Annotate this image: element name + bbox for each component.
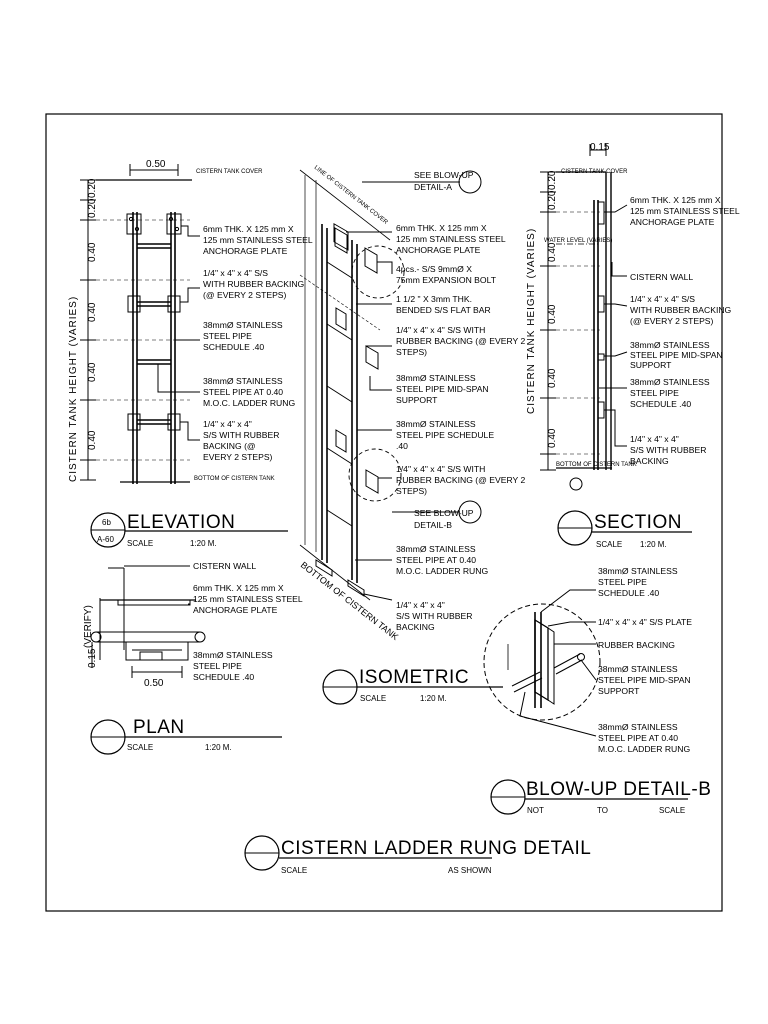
- isometric-note-rubber-backing-1: 1/4" x 4" x 4" S/S WITH RUBBER BACKING (…: [396, 325, 528, 357]
- elevation-height-label: CISTERN TANK HEIGHT (VARIES): [68, 296, 79, 482]
- isometric-bottom-label: BOTTOM OF CISTERN TANK: [299, 560, 401, 642]
- plan-labels: 0.50 0.15 (VERIFY) CISTERN WALL 6mm THK.…: [83, 561, 305, 689]
- elevation-ref-bottom: A-60: [97, 535, 114, 544]
- section-height-label: CISTERN TANK HEIGHT (VARIES): [526, 228, 537, 414]
- blowup-note-plate: 1/4" x 4" x 4" S/S PLATE: [598, 617, 692, 627]
- section-scale-label: SCALE: [596, 540, 622, 549]
- elevation-title-block: 6b A-60 ELEVATION SCALE 1:20 M.: [90, 512, 288, 548]
- elevation-ref-top: 6b: [102, 518, 111, 527]
- section-step-dim-2: 0.40: [547, 304, 558, 324]
- plan-note-cistern-wall: CISTERN WALL: [193, 561, 256, 571]
- elevation-step-dim-3: 0.40: [87, 362, 98, 382]
- section-note-mid-span: 38mmØ STAINLESS STEEL PIPE MID-SPAN SUPP…: [630, 340, 725, 370]
- elevation-step-dim-2: 0.40: [87, 302, 98, 322]
- elevation-note-steel-pipe: 38mmØ STAINLESS STEEL PIPE SCHEDULE .40: [203, 320, 285, 352]
- section-step-dim-1: 0.40: [547, 242, 558, 262]
- isometric-note-steel-pipe: 38mmØ STAINLESS STEEL PIPE SCHEDULE .40: [396, 419, 496, 451]
- section-cover-label: CISTERN TANK COVER: [561, 169, 628, 175]
- sheet-scale-value: AS SHOWN: [448, 866, 492, 875]
- elevation-note-rubber-backing: 1/4" x 4" x 4" S/S WITH RUBBER BACKING (…: [203, 268, 307, 300]
- blowup-detail-b-view: [483, 589, 601, 737]
- elevation-note-backing: 1/4" x 4" x 4" S/S WITH RUBBER BACKING (…: [203, 419, 282, 462]
- elevation-note-anchor-plate: 6mm THK. X 125 mm X 125 mm STAINLESS STE…: [203, 224, 315, 256]
- blowup-scale-value: SCALE: [659, 806, 685, 815]
- isometric-scale-value: 1:20 M.: [420, 694, 447, 703]
- elevation-step-dim-1: 0.40: [87, 242, 98, 262]
- blowup-scale-mid: TO: [597, 806, 608, 815]
- blowup-labels: 38mmØ STAINLESS STEEL PIPE SCHEDULE .40 …: [598, 566, 693, 754]
- plan-depth-dim: 0.15: [87, 648, 98, 668]
- section-water-label: WATER LEVEL (VARIES): [544, 238, 612, 244]
- elevation-labels: 0.50 CISTERN TANK COVER BOTTOM OF CISTER…: [68, 159, 315, 482]
- section-view: [540, 144, 628, 491]
- isometric-labels: LINE OF CISTERN TANK COVER BOTTOM OF CIS…: [299, 165, 528, 642]
- elevation-top-dim-2: 0.20: [87, 198, 98, 218]
- plan-verify-label: (VERIFY): [83, 605, 94, 648]
- elevation-top-dim-1: 0.20: [87, 178, 98, 198]
- isometric-note-anchor-plate: 6mm THK. X 125 mm X 125 mm STAINLESS STE…: [396, 223, 508, 255]
- elevation-title: ELEVATION: [127, 512, 235, 533]
- section-step-dim-3: 0.40: [547, 368, 558, 388]
- blowup-title: BLOW-UP DETAIL-B: [526, 779, 711, 800]
- sheet-border: [45, 113, 723, 912]
- isometric-note-backing: 1/4" x 4" x 4" S/S WITH RUBBER BACKING: [396, 600, 475, 632]
- elevation-cover-label: CISTERN TANK COVER: [196, 169, 263, 175]
- plan-scale-label: SCALE: [127, 743, 153, 752]
- elevation-width-dim: 0.50: [146, 159, 166, 170]
- section-bottom-label: BOTTOM OF CISTERN TANK: [556, 462, 637, 468]
- plan-title-block: PLAN SCALE 1:20 M.: [90, 717, 282, 755]
- section-offset-dim: 0.15: [590, 142, 610, 153]
- elevation-scale-label: SCALE: [127, 539, 153, 548]
- isometric-title-block: ISOMETRIC SCALE 1:20 M.: [322, 667, 503, 705]
- sheet-title-block: CISTERN LADDER RUNG DETAIL SCALE AS SHOW…: [244, 835, 591, 875]
- section-labels: 0.15 CISTERN TANK COVER WATER LEVEL (VAR…: [526, 142, 742, 468]
- plan-width-dim: 0.50: [144, 678, 164, 689]
- section-title: SECTION: [594, 512, 682, 533]
- isometric-view: [299, 169, 482, 601]
- blowup-note-rubber-backing: RUBBER BACKING: [598, 640, 675, 650]
- section-step-dim-4: 0.40: [547, 428, 558, 448]
- section-note-anchor-plate: 6mm THK. X 125 mm X 125 mm STAINLESS STE…: [630, 195, 742, 227]
- isometric-note-expansion-bolt: 4pcs.- S/S 9mmØ X 75mm EXPANSION BOLT: [396, 264, 497, 285]
- section-title-block: SECTION SCALE 1:20 M.: [557, 510, 692, 549]
- isometric-note-blowup-a: SEE BLOW-UP DETAIL-A: [414, 170, 476, 192]
- elevation-step-dim-4: 0.40: [87, 430, 98, 450]
- elevation-bottom-label: BOTTOM OF CISTERN TANK: [194, 476, 275, 482]
- section-note-rubber-backing: 1/4" x 4" x 4" S/S WITH RUBBER BACKING (…: [630, 294, 734, 326]
- isometric-cover-label: LINE OF CISTERN TANK COVER: [313, 165, 389, 226]
- section-top-dim-1: 0.20: [547, 170, 558, 190]
- elevation-note-ladder-rung: 38mmØ STAINLESS STEEL PIPE AT 0.40 M.O.C…: [203, 376, 295, 408]
- isometric-note-ladder-rung: 38mmØ STAINLESS STEEL PIPE AT 0.40 M.O.C…: [396, 544, 488, 576]
- isometric-note-rubber-backing-2: 1/4" x 4" x 4" S/S WITH RUBBER BACKING (…: [396, 464, 528, 496]
- elevation-view: [80, 164, 200, 484]
- isometric-scale-label: SCALE: [360, 694, 386, 703]
- plan-view: [90, 565, 206, 678]
- section-top-dim-2: 0.20: [547, 190, 558, 210]
- plan-title: PLAN: [133, 717, 185, 738]
- blowup-note-steel-pipe: 38mmØ STAINLESS STEEL PIPE SCHEDULE .40: [598, 566, 680, 598]
- plan-scale-value: 1:20 M.: [205, 743, 232, 752]
- isometric-note-blowup-b: SEE BLOW-UP DETAIL-B: [414, 508, 476, 530]
- blowup-title-block: BLOW-UP DETAIL-B NOT TO SCALE: [490, 779, 711, 815]
- sheet-title: CISTERN LADDER RUNG DETAIL: [281, 838, 591, 859]
- blowup-scale-label: NOT: [527, 806, 544, 815]
- plan-note-steel-pipe: 38mmØ STAINLESS STEEL PIPE SCHEDULE .40: [193, 650, 275, 682]
- section-note-backing: 1/4" x 4" x 4" S/S WITH RUBBER BACKING: [630, 434, 709, 466]
- section-note-cistern-wall: CISTERN WALL: [630, 272, 693, 282]
- plan-note-anchor-plate: 6mm THK. X 125 mm X 125 mm STAINLESS STE…: [193, 583, 305, 615]
- isometric-title: ISOMETRIC: [359, 667, 469, 688]
- elevation-scale-value: 1:20 M.: [190, 539, 217, 548]
- isometric-note-flat-bar: 1 1/2 " X 3mm THK. BENDED S/S FLAT BAR: [396, 294, 491, 315]
- section-scale-value: 1:20 M.: [640, 540, 667, 549]
- isometric-note-mid-span: 38mmØ STAINLESS STEEL PIPE MID-SPAN SUPP…: [396, 373, 491, 405]
- sheet-scale-label: SCALE: [281, 866, 307, 875]
- blowup-note-mid-span: 38mmØ STAINLESS STEEL PIPE MID-SPAN SUPP…: [598, 664, 693, 696]
- section-note-steel-pipe: 38mmØ STAINLESS STEEL PIPE SCHEDULE .40: [630, 377, 712, 409]
- blowup-note-ladder-rung: 38mmØ STAINLESS STEEL PIPE AT 0.40 M.O.C…: [598, 722, 690, 754]
